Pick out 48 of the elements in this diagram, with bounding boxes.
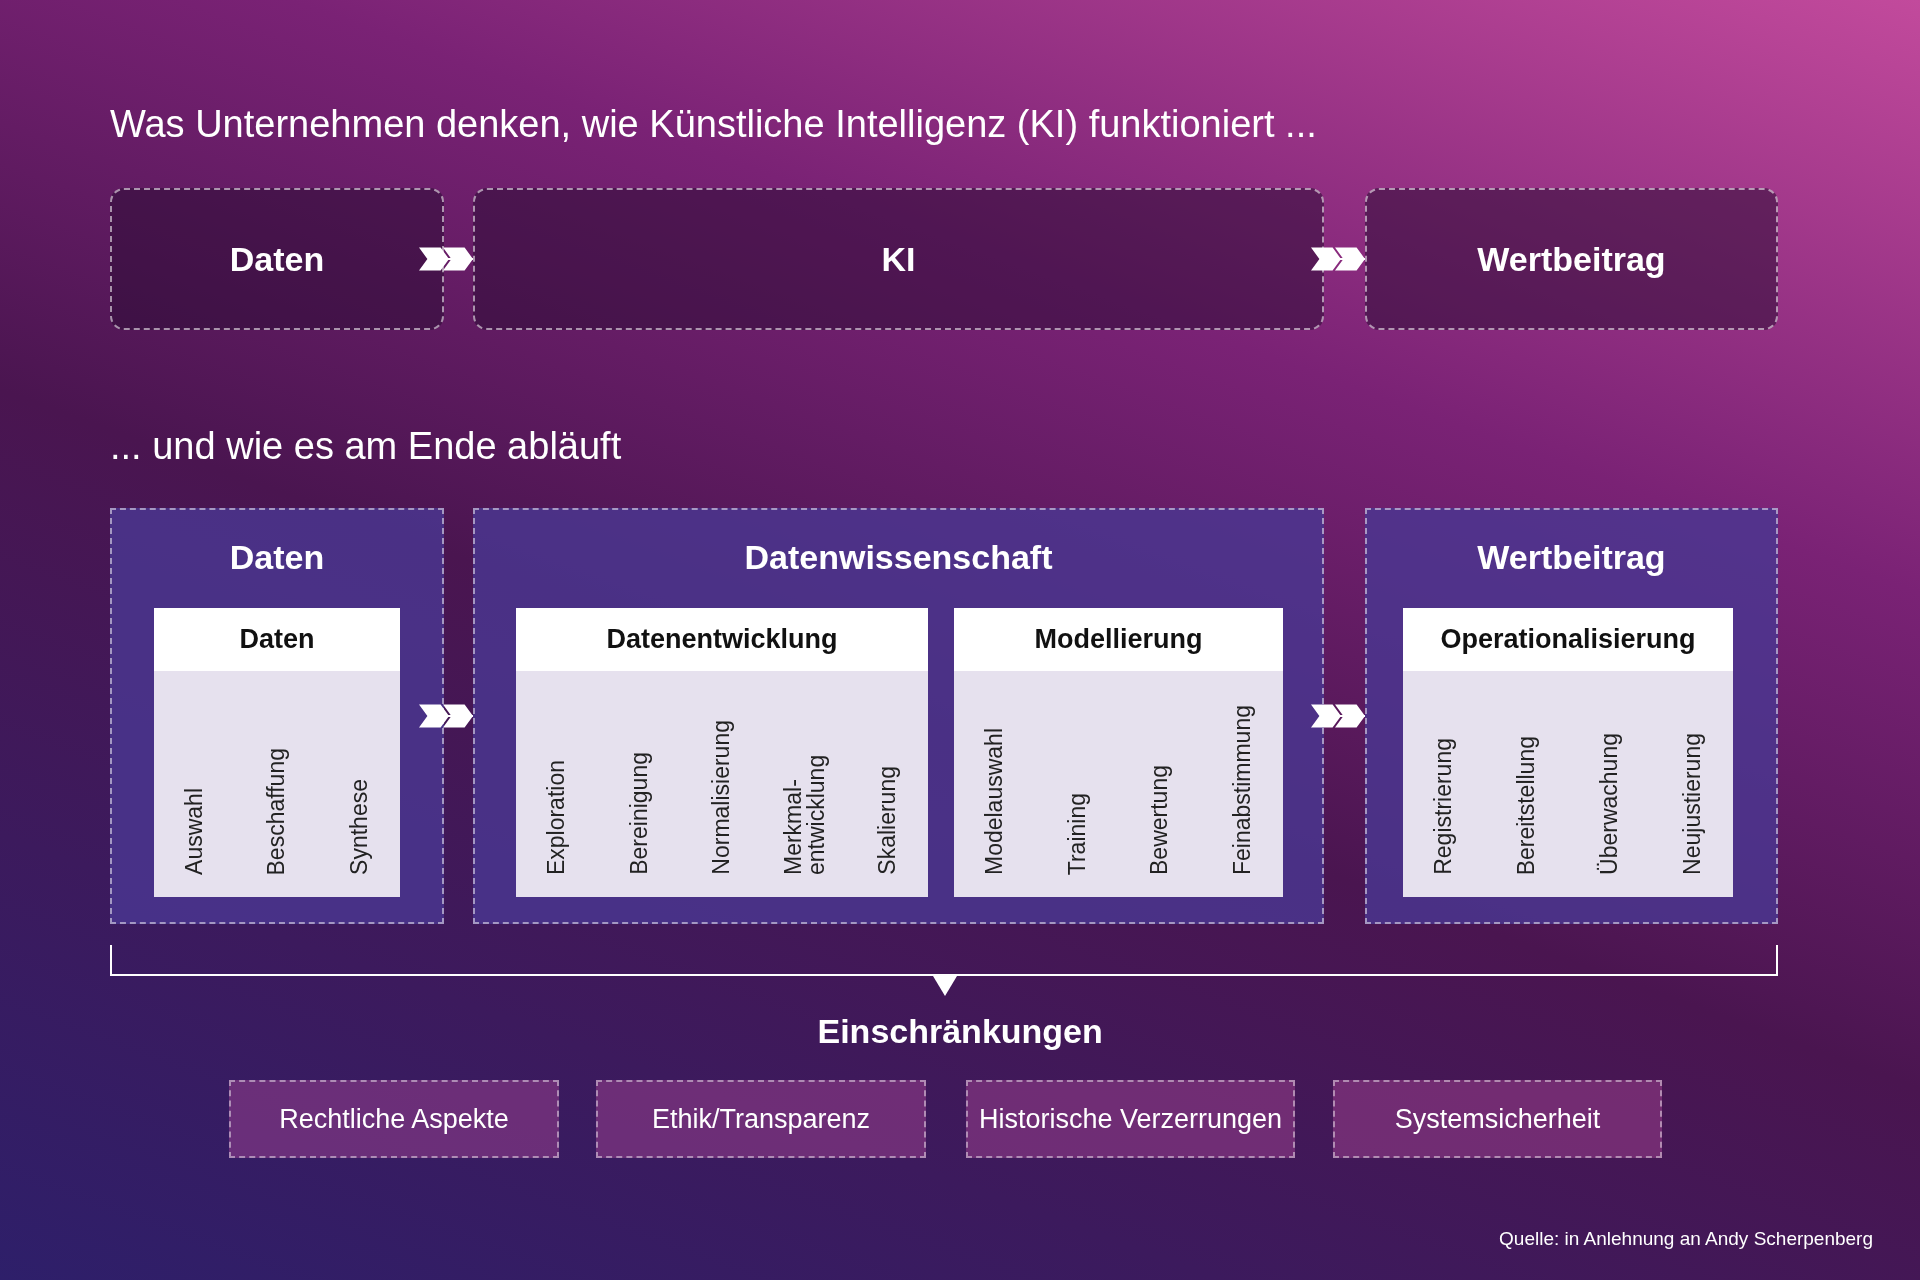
step-label: Exploration (544, 759, 568, 875)
step-label: Synthese (348, 779, 372, 875)
constraint-label: Ethik/Transparenz (651, 1103, 871, 1135)
stage-panel (110, 508, 444, 924)
step-label: Auswahl (182, 788, 206, 875)
constraint-label: Historische Verzerrungen (978, 1103, 1283, 1135)
phase-heading: Operationalisierung (1403, 608, 1733, 671)
panel-heading: Daten (228, 538, 326, 577)
stage-label: KI (881, 239, 916, 279)
stage-panel (1365, 508, 1778, 924)
constraint-label: Systemsicherheit (1394, 1103, 1601, 1135)
phase-heading: Modellierung (954, 608, 1283, 671)
phase-box (516, 608, 928, 897)
step-label: Skalierung (876, 766, 900, 875)
section-heading: ... und wie es am Ende abläuft (110, 425, 622, 468)
step-label: Merkmal- entwicklung (781, 753, 828, 875)
step-label: Feinabstimmung (1231, 704, 1255, 875)
step-label: Registrierung (1432, 738, 1455, 875)
step-label: Bereinigung (627, 752, 651, 875)
stage-box (473, 188, 1324, 330)
source-note: Quelle: in Anlehnung an Andy Scherpenberg (1499, 1228, 1873, 1250)
step-label: Überwachung (1598, 733, 1621, 875)
stage-box (110, 188, 444, 330)
panel-heading: Wertbeitrag (1476, 538, 1667, 577)
phase-heading: Daten (154, 608, 400, 671)
step-label: Normalisierung (710, 720, 734, 875)
constraint-box (966, 1080, 1295, 1158)
stage-box (1365, 188, 1778, 330)
phase-box (954, 608, 1283, 897)
step-label: Beschaffung (265, 747, 289, 875)
constraint-box (229, 1080, 559, 1158)
stage-label: Daten (229, 239, 325, 279)
constraint-box (596, 1080, 926, 1158)
stage-panel (473, 508, 1324, 924)
title: Was Unternehmen denken, wie Künstliche Intelligenz (KI) funktioniert ... (110, 103, 1317, 146)
step-label: Neujustierung (1681, 733, 1704, 875)
step-label: Bereitstellung (1515, 735, 1538, 875)
step-label: Bewertung (1148, 765, 1172, 875)
constraint-box (1333, 1080, 1662, 1158)
step-label: Modelauswahl (982, 727, 1006, 875)
stage-label: Wertbeitrag (1477, 239, 1666, 279)
panel-heading: Datenwissenschaft (743, 538, 1054, 577)
section-heading: Einschränkungen (817, 1012, 1103, 1051)
step-label: Training (1065, 792, 1089, 875)
phase-box (1403, 608, 1733, 897)
phase-box (154, 608, 400, 897)
constraint-label: Rechtliche Aspekte (279, 1103, 509, 1135)
phase-heading: Datenentwicklung (516, 608, 928, 671)
